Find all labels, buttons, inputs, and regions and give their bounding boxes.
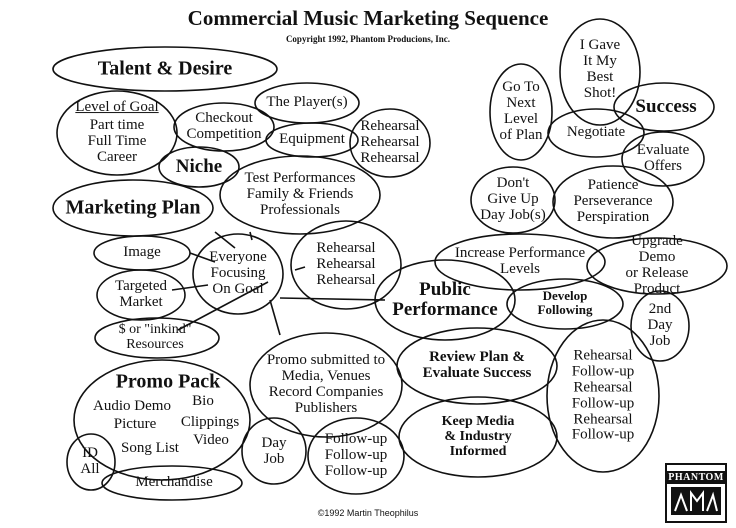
evaluate-offers-label: Evaluate Offers: [636, 142, 690, 174]
keep-media-node: [398, 396, 558, 478]
day-job-node: [241, 417, 307, 485]
level-of-goal-heading: Level of Goal: [75, 99, 159, 116]
followup-3-label: Follow-up Follow-up Follow-up: [324, 431, 388, 479]
picture-label: Picture: [113, 416, 157, 433]
connector-line: [279, 297, 386, 301]
promo-pack-node: [73, 359, 251, 481]
checkout-competition-label: Checkout Competition: [186, 110, 262, 142]
niche-node: [158, 146, 240, 188]
review-plan-node: [396, 327, 558, 405]
review-plan-label: Review Plan & Evaluate Success: [422, 349, 532, 381]
increase-levels-node: [434, 233, 606, 291]
test-performances-node: [219, 155, 381, 235]
clippings-label: Clippings: [180, 414, 240, 431]
resources-label: $ or "inkind" Resources: [118, 322, 192, 352]
talent-desire-node: [52, 46, 278, 92]
i-gave-label: I Gave It My Best Shot!: [579, 37, 621, 101]
develop-following-label: Develop Following: [537, 288, 593, 317]
develop-following-node: [506, 278, 624, 330]
patience-label: Patience Perseverance Perspiration: [573, 177, 653, 225]
rehearsal-followup-label: Rehearsal Follow-up Rehearsal Follow-up …: [571, 347, 635, 443]
song-list-label: Song List: [121, 440, 179, 457]
second-day-job-label: 2nd Day Job: [647, 301, 673, 349]
dont-give-up-node: [470, 166, 556, 234]
test-performances-label: Test Performances Family & Friends Profe…: [244, 170, 356, 218]
i-gave-node: [559, 18, 641, 126]
merchandise-node: [101, 465, 243, 501]
rehearsal-top-node: [349, 108, 431, 178]
connector-line: [294, 266, 306, 271]
rehearsal-followup-node: [546, 319, 660, 473]
public-performance-node: [374, 259, 516, 341]
dont-give-up-label: Don't Give Up Day Job(s): [480, 175, 546, 223]
increase-levels-label: Increase Performance Levels: [454, 245, 586, 277]
connector-line: [214, 231, 236, 249]
connector-line: [189, 252, 216, 263]
negotiate-label: Negotiate: [566, 124, 626, 141]
id-all-label: ID All: [80, 445, 100, 477]
everyone-focusing-label: Everyone Focusing On Goal: [209, 249, 267, 297]
audio-demo-label: Audio Demo: [93, 398, 171, 415]
resources-node: [94, 317, 220, 359]
level-of-goal-node: [56, 90, 178, 176]
second-day-job-node: [630, 290, 690, 362]
copyright-line: Copyright 1992, Phantom Producions, Inc.: [285, 34, 451, 44]
phantom-logo-icon: [671, 487, 721, 515]
footer-credit: ©1992 Martin Theophilus: [317, 508, 419, 518]
negotiate-node: [547, 108, 645, 158]
image-label: Image: [123, 244, 161, 261]
followup-3-node: [307, 417, 405, 495]
upgrade-demo-node: [586, 237, 728, 295]
merchandise-label: Merchandise: [135, 474, 213, 491]
promo-submitted-label: Promo submitted to Media, Venues Record …: [266, 352, 386, 416]
bio-label: Bio: [192, 393, 214, 410]
logo-wordmark: PHANTOM: [667, 471, 725, 484]
level-of-goal-items: Part time Full Time Career: [87, 117, 147, 165]
video-label: Video: [193, 432, 229, 449]
phantom-logo: PHANTOM: [665, 463, 727, 523]
targeted-market-node: [96, 269, 186, 321]
rehearsal-mid-label: Rehearsal Rehearsal Rehearsal: [316, 240, 376, 288]
connector-line: [269, 299, 281, 336]
talent-desire-label: Talent & Desire: [97, 57, 233, 80]
connector-line: [171, 284, 209, 291]
upgrade-demo-label: Upgrade Demo or Release Product: [625, 233, 689, 297]
go-to-next-label: Go To Next Level of Plan: [499, 79, 543, 143]
players-label: The Player(s): [266, 94, 348, 111]
promo-pack-label: Promo Pack: [115, 370, 221, 393]
success-label: Success: [635, 95, 697, 117]
go-to-next-node: [489, 63, 553, 161]
id-all-node: [66, 433, 116, 491]
rehearsal-top-label: Rehearsal Rehearsal Rehearsal: [360, 118, 420, 166]
success-node: [613, 82, 715, 132]
everyone-focusing-node: [192, 233, 284, 315]
rehearsal-mid-node: [290, 220, 402, 310]
keep-media-label: Keep Media & Industry Informed: [441, 413, 515, 459]
marketing-plan-label: Marketing Plan: [65, 196, 201, 219]
patience-node: [552, 165, 674, 239]
day-job-label: Day Job: [261, 435, 287, 467]
niche-label: Niche: [175, 155, 223, 177]
public-performance-label: Public Performance: [392, 278, 498, 320]
equipment-label: Equipment: [279, 131, 345, 148]
evaluate-offers-node: [621, 131, 705, 187]
diagram-title: Commercial Music Marketing Sequence: [187, 6, 549, 30]
targeted-market-label: Targeted Market: [115, 278, 167, 310]
promo-submitted-node: [249, 332, 403, 438]
